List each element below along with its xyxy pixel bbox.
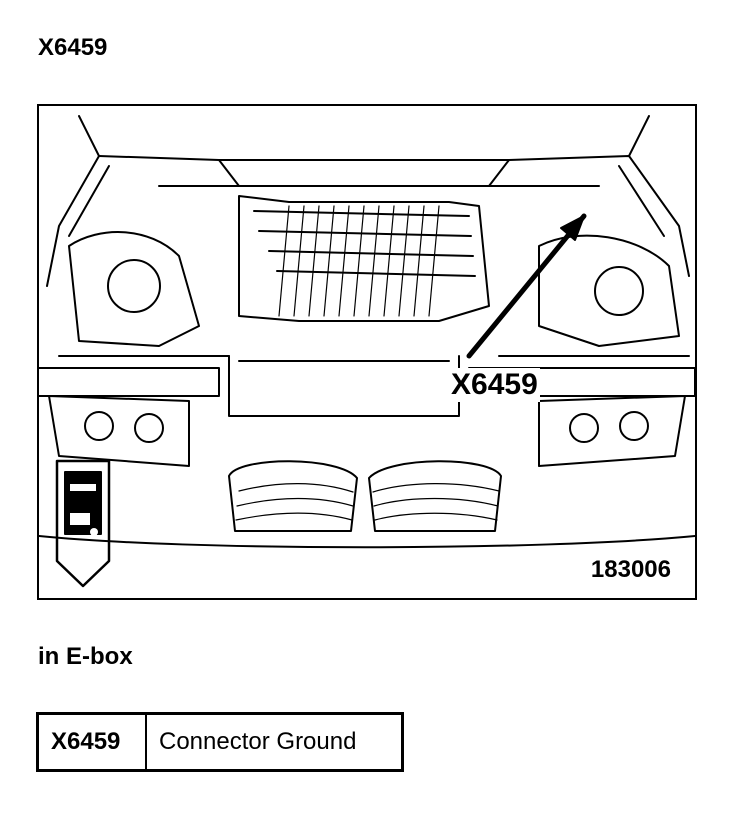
engine-bay-drawing — [39, 115, 695, 588]
connector-code: X6459 — [36, 712, 147, 772]
legend-table: X6459 Connector Ground — [36, 712, 404, 772]
engine-bay-illustration: X6459 183006 — [37, 104, 697, 600]
location-text: in E-box — [38, 643, 133, 670]
connector-callout-label: X6459 — [449, 368, 540, 402]
figure-number: 183006 — [590, 556, 671, 583]
connector-description: Connector Ground — [145, 712, 404, 772]
table-row: X6459 Connector Ground — [36, 712, 404, 772]
page-title: X6459 — [38, 34, 108, 61]
